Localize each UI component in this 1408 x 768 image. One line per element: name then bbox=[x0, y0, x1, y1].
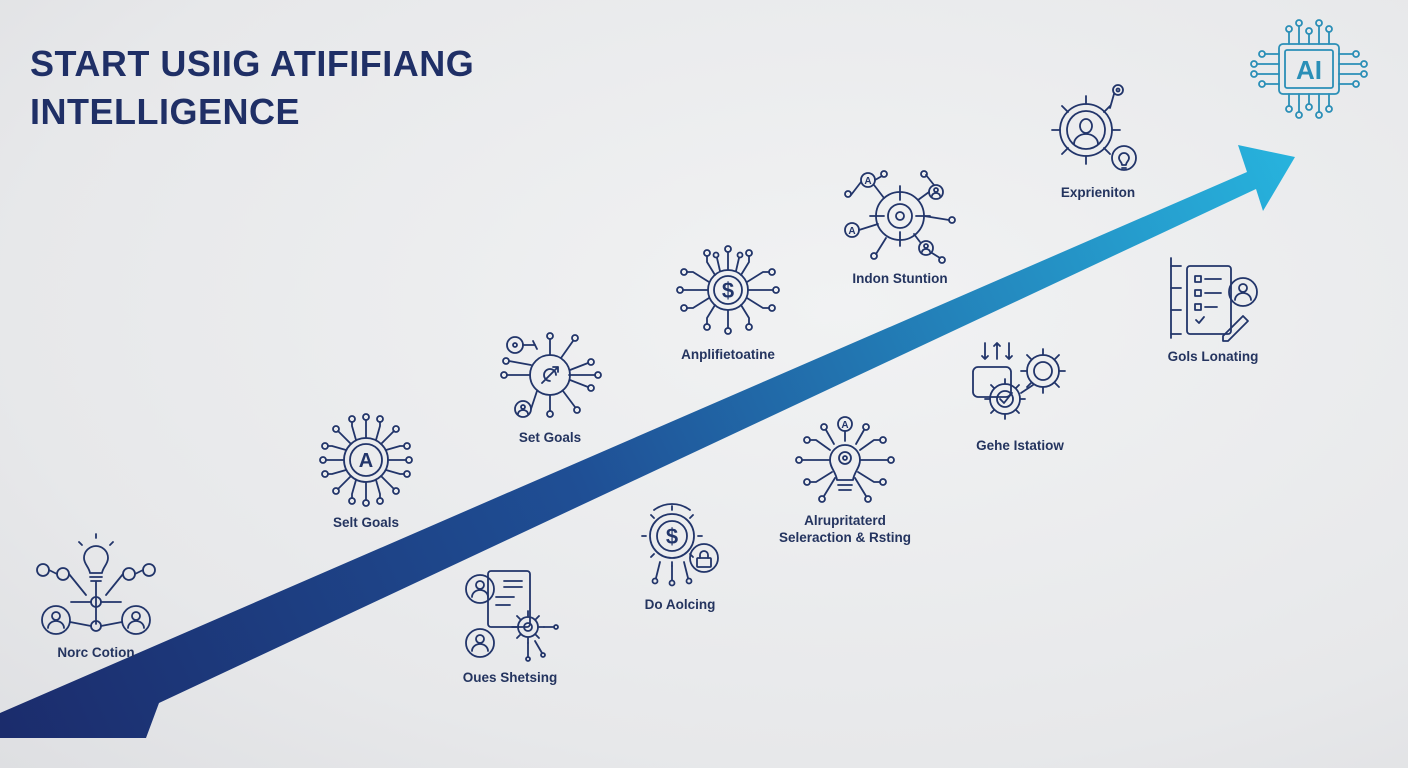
svg-text:A: A bbox=[864, 176, 871, 187]
step-label: Do Aolcing bbox=[644, 597, 716, 612]
dollar-circuit-icon: $ bbox=[676, 245, 780, 335]
step-label: Gols Lonating bbox=[1167, 349, 1259, 364]
svg-text:A: A bbox=[359, 450, 373, 472]
ai-chip-text: AI bbox=[1296, 55, 1322, 85]
step-gols-lonating[interactable]: Gols Lonating bbox=[1113, 248, 1313, 365]
step-oues-shetsing[interactable]: Oues Shetsing bbox=[410, 565, 610, 686]
svg-text:$: $ bbox=[666, 524, 678, 549]
step-gehe-istatiow[interactable]: Gehe Istatiow bbox=[920, 337, 1120, 454]
step-label: Indon Stuntion bbox=[852, 271, 948, 286]
step-anplifietoatine[interactable]: $ Anplifietoatine bbox=[628, 242, 828, 363]
ai-chip-icon: AI bbox=[1250, 19, 1368, 119]
svg-text:$: $ bbox=[722, 278, 734, 303]
letter-a-circuit-icon: A bbox=[319, 413, 413, 507]
step-ai-chip[interactable]: AI bbox=[1209, 16, 1408, 126]
step-label: Set Goals bbox=[518, 430, 582, 445]
step-label: Alrupritaterd Seleraction & Rsting bbox=[778, 513, 912, 545]
dollar-gear-lock-icon: $ bbox=[641, 503, 719, 587]
checklist-user-icon bbox=[1170, 257, 1258, 342]
step-label: Anplifietoatine bbox=[681, 347, 775, 362]
step-label: Norc Cotion bbox=[57, 645, 135, 660]
crosshair-network-icon: A A bbox=[844, 170, 956, 264]
step-norc-cotion[interactable]: Norc Cotion bbox=[0, 532, 196, 661]
gear-check-icon bbox=[972, 342, 1066, 420]
step-exprieniton[interactable]: Exprieniton bbox=[998, 80, 1198, 201]
step-label: Exprieniton bbox=[1060, 185, 1136, 200]
title-line-2: INTELLIGENCE bbox=[30, 91, 301, 132]
step-label: Oues Shetsing bbox=[462, 670, 558, 685]
step-alrupritaterd[interactable]: A Alrupritaterd Seleraction & Rsting bbox=[745, 412, 945, 546]
svg-text:A: A bbox=[841, 420, 848, 431]
step-set-goals[interactable]: Set Goals bbox=[450, 325, 650, 446]
svg-text:A: A bbox=[848, 226, 855, 237]
step-label: Gehe Istatiow bbox=[976, 438, 1064, 453]
step-indon-stuntion[interactable]: A A Indon Stuntion bbox=[800, 166, 1000, 287]
gear-user-icon bbox=[1051, 84, 1137, 171]
step-label: Selt Goals bbox=[332, 515, 400, 530]
target-circuit-icon bbox=[500, 332, 602, 418]
document-gear-user-icon bbox=[465, 570, 559, 662]
step-do-aolcing[interactable]: $ Do Aolcing bbox=[580, 496, 780, 613]
growth-arrow-shape bbox=[0, 145, 1295, 738]
lightbulb-network-icon bbox=[36, 533, 156, 635]
step-selt-goals[interactable]: A Selt Goals bbox=[266, 410, 466, 531]
title-line-1: START USIIG ATIFIFIANG bbox=[30, 43, 475, 84]
lightbulb-circuit-icon: A bbox=[795, 416, 895, 503]
page-title: START USIIG ATIFIFIANG INTELLIGENCE bbox=[30, 40, 474, 136]
